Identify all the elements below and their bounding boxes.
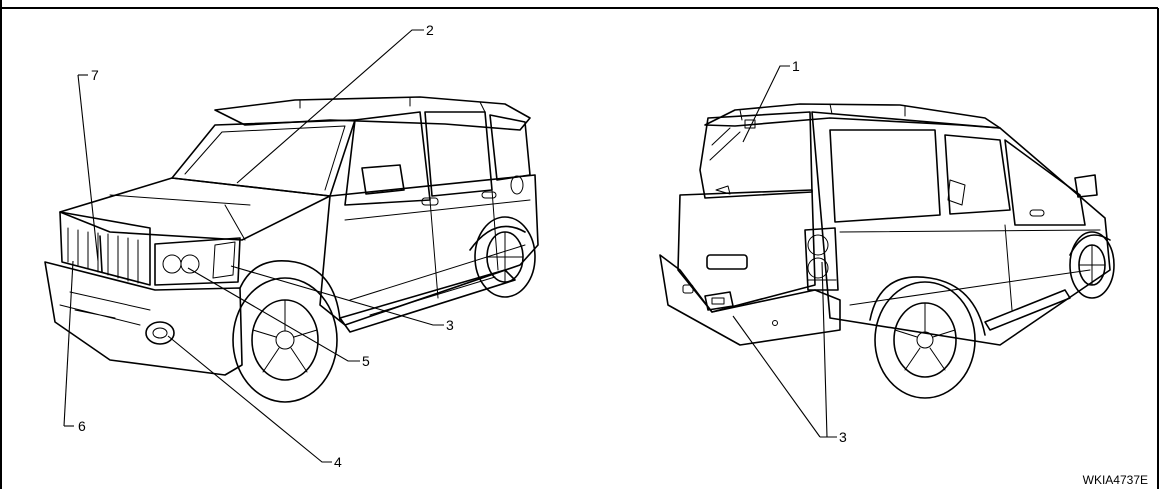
callout-7: 7 xyxy=(91,67,99,83)
rear-vehicle-illustration xyxy=(659,103,1115,399)
leader-lines xyxy=(63,29,837,463)
figure-code: WKIA4737E xyxy=(1083,473,1148,487)
callout-2: 2 xyxy=(426,22,434,38)
callout-4: 4 xyxy=(334,454,342,470)
callout-3-rear: 3 xyxy=(839,429,847,445)
callout-3-front: 3 xyxy=(446,317,454,333)
front-vehicle-illustration xyxy=(44,96,539,403)
callout-1: 1 xyxy=(792,58,800,74)
callout-5: 5 xyxy=(362,353,370,369)
callout-6: 6 xyxy=(78,418,86,434)
